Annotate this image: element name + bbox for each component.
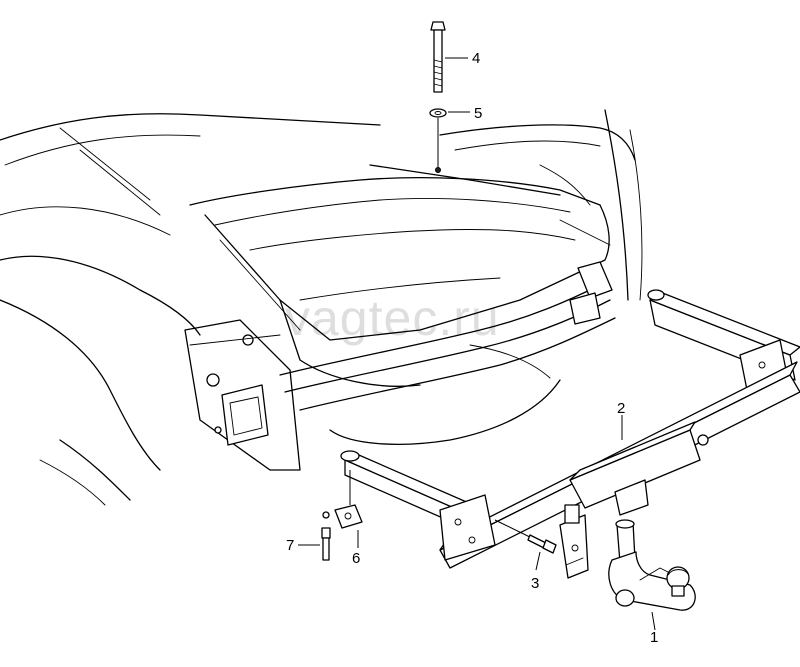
callout-1: 1 — [650, 629, 658, 646]
car-body-rear — [0, 109, 643, 506]
socket-bracket — [559, 504, 589, 579]
watermark: vagtec.ru — [285, 290, 500, 346]
bolt-4 — [430, 21, 446, 93]
washer-5 — [429, 108, 447, 173]
tow-bar-crossmember — [340, 289, 800, 569]
bolt-7 — [321, 511, 331, 561]
callout-7: 7 — [286, 537, 294, 554]
detachable-ball-head — [608, 519, 696, 611]
nut-plate-6 — [334, 470, 363, 529]
callout-2: 2 — [617, 400, 625, 417]
callout-5: 5 — [474, 105, 482, 122]
callout-leaders — [298, 57, 656, 631]
callout-6: 6 — [352, 550, 360, 567]
bolt-3 — [494, 519, 557, 554]
callout-3: 3 — [531, 575, 539, 592]
callout-4: 4 — [472, 50, 480, 67]
